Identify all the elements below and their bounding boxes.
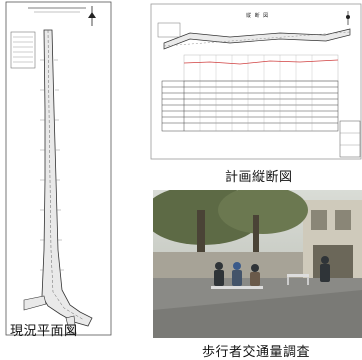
profile-sheet-title: 縦 断 図	[246, 13, 270, 19]
profile-caption: 計画縦断図	[225, 170, 293, 185]
survey-photo-figure	[153, 190, 362, 338]
survey-caption: 歩行者交通量調査	[202, 345, 311, 360]
north-arrow-icon	[88, 6, 96, 26]
north-arrow-icon	[346, 11, 350, 25]
site-plan-figure: 現況平面図	[0, 0, 120, 339]
survey-photo	[153, 190, 362, 338]
profile-drawing	[150, 3, 362, 160]
site-plan-drawing	[5, 1, 112, 336]
site-plan-caption: 現況平面図	[10, 324, 78, 339]
profile-figure: 縦 断 図	[150, 3, 362, 160]
